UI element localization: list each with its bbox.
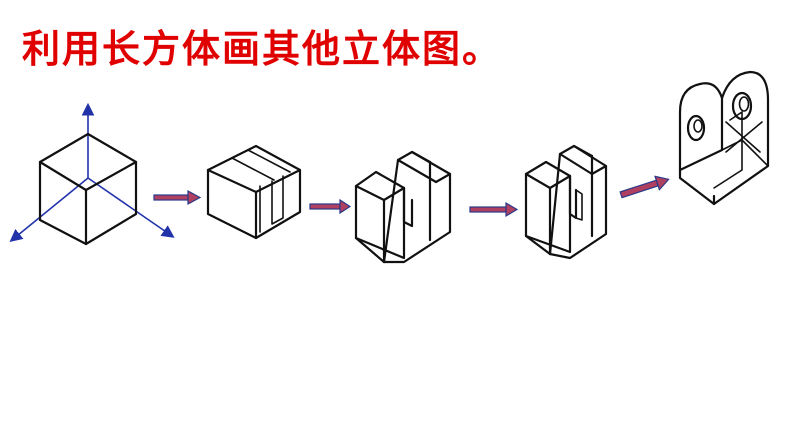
arrow-3 — [469, 201, 519, 218]
arrow-1 — [153, 189, 202, 206]
cube — [38, 132, 138, 246]
box-with-slot-marked — [206, 144, 302, 240]
coordinate-axes — [9, 102, 175, 243]
arrow-2 — [309, 198, 352, 215]
hole-left — [686, 114, 706, 142]
hole-right — [731, 91, 753, 121]
u-block-with-rounded-top — [524, 144, 608, 260]
page-title: 利用长方体画其他立体图。 — [22, 27, 503, 71]
arrow-4 — [619, 175, 670, 199]
u-shaped-block — [354, 150, 452, 264]
cube-with-axes — [9, 102, 175, 246]
final-bracket-with-holes — [678, 70, 770, 206]
